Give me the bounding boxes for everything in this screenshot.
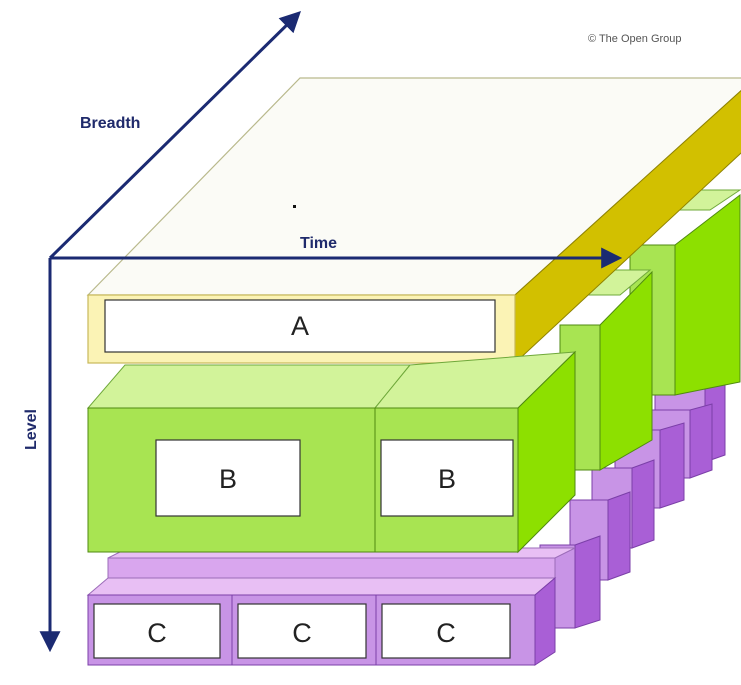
b-block-left-top [86,364,412,409]
b-block-right-label: B [438,464,456,494]
a-block: A [86,77,741,365]
b-block-mid-side [599,270,653,471]
c-block-2-label-box [237,603,367,659]
c-block-1-label-box [93,603,221,659]
b-block-rear-side [674,193,741,396]
a-block-label: A [291,311,309,341]
time-axis-label: Time [300,235,337,252]
a-block-label-box [104,299,496,353]
c-block-back2-side [689,403,713,479]
c-row-back-faces [107,557,556,579]
copyright-notice: © The Open Group [588,33,682,45]
b-block-left-label-box [155,439,301,517]
breadth-axis-label: Breadth [80,115,140,132]
stray-dot [293,205,296,208]
c-blocks-front: C C C [86,576,557,666]
level-axis-label: Level [23,409,40,450]
c-block-back3-side [659,422,685,509]
c-block-back6-side [574,535,601,629]
c-block-back4-side [631,459,655,549]
b-block-left-label: B [219,464,237,494]
c-block-1-label: C [147,618,167,648]
c-row-front-top [86,577,557,596]
breadth-axis-arrow [48,11,301,260]
b-blocks-front: B B [86,350,577,554]
c-block-3-label-box [381,603,511,659]
c-block-back5-side [607,491,631,581]
c-block-3-label: C [436,618,456,648]
b-block-right-label-box [380,439,514,517]
c-block-2-label: C [292,618,312,648]
axes: Breadth Time Level [23,11,623,653]
